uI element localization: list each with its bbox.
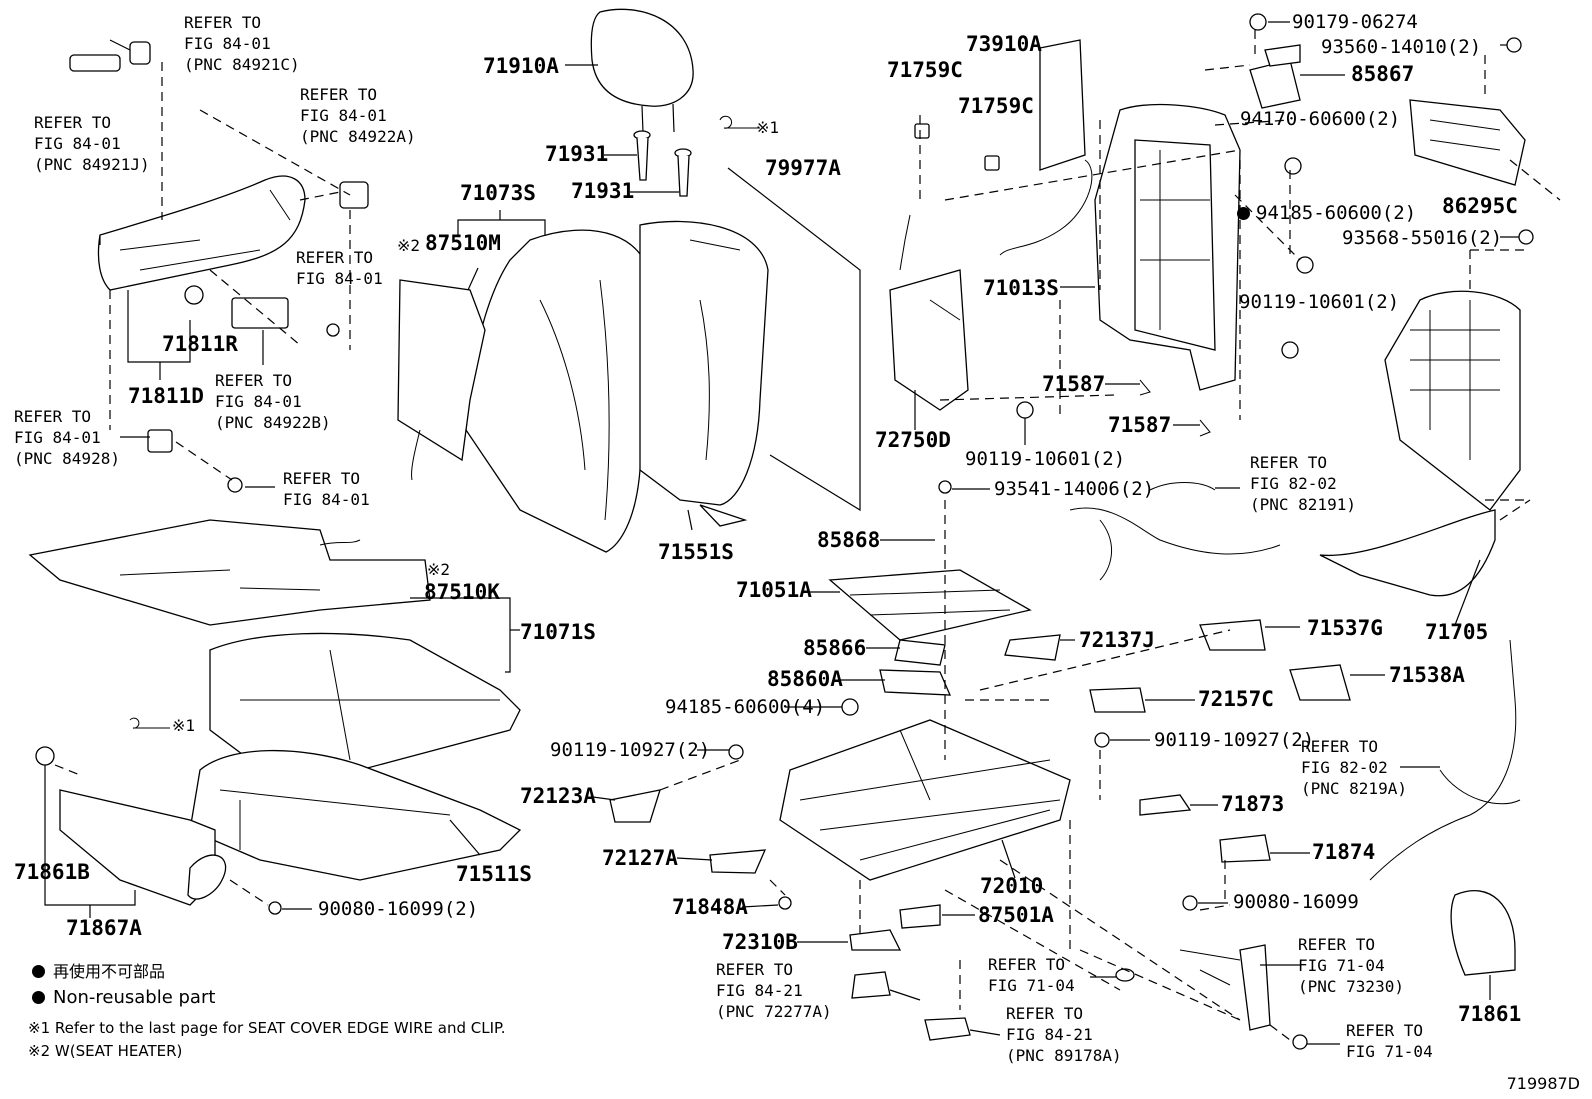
refer-to-84928: REFER TO FIG 84-01 (PNC 84928): [14, 407, 120, 468]
refer-to-84921J: REFER TO FIG 84-01 (PNC 84921J): [34, 113, 150, 174]
part-label-71705: 71705: [1425, 620, 1489, 644]
headrest-drawing: [565, 8, 694, 133]
refer-to-8219A: REFER TO FIG 82-02 (PNC 8219A): [1301, 737, 1407, 798]
part-label-72750D: 72750D: [875, 428, 951, 452]
part-label-94170-60600-2: 94170-60600(2): [1240, 108, 1401, 130]
part-label-71867A: 71867A: [66, 916, 142, 940]
seatback-frame-drawing: [889, 39, 1241, 445]
part-label-90179-06274: 90179-06274: [1292, 11, 1418, 33]
part-label-71759C: 71759C: [958, 94, 1034, 118]
legend-en-text: Non-reusable part: [53, 987, 216, 1008]
part-label-71511S: 71511S: [456, 862, 532, 886]
part-label-71759C: 71759C: [887, 58, 963, 82]
mark-ast2: ※2: [427, 560, 451, 579]
refer-to-82191: REFER TO FIG 82-02 (PNC 82191): [1250, 453, 1356, 514]
part-label-85868: 85868: [817, 528, 881, 552]
part-label-90080-16099-2: 90080-16099(2): [318, 898, 479, 920]
nonreusable-marker-icon: [32, 965, 45, 978]
part-label-71073S: 71073S: [460, 181, 536, 205]
part-label-71861: 71861: [1458, 1002, 1522, 1026]
part-label-85860A: 85860A: [767, 667, 843, 691]
refer-to-84922B: REFER TO FIG 84-01 (PNC 84922B): [215, 371, 331, 432]
part-label-87510M: 87510M: [425, 231, 501, 255]
seatback-pad-drawing: [457, 167, 861, 553]
refer-to-fig-71-04: REFER TO FIG 71-04: [1346, 1021, 1433, 1061]
refer-to-fig-84-01: REFER TO FIG 84-01: [283, 469, 370, 509]
back-board-drawing: [1319, 290, 1531, 626]
part-label-71587: 71587: [1042, 372, 1106, 396]
part-label-90119-10601-2: 90119-10601(2): [1239, 291, 1400, 313]
part-label-87501A: 87501A: [978, 903, 1054, 927]
part-label-72010: 72010: [980, 874, 1044, 898]
part-label-90119-10927-2: 90119-10927(2): [1154, 729, 1315, 751]
part-label-93568-55016-2: 93568-55016(2): [1342, 227, 1503, 249]
part-label-72137J: 72137J: [1079, 628, 1155, 652]
headrest-guide-drawing: [604, 115, 760, 197]
part-label-71910A: 71910A: [483, 54, 559, 78]
legend-en: Non-reusable part: [32, 988, 215, 1008]
seat-track-drawing: [592, 480, 1516, 1050]
refer-to-73230: REFER TO FIG 71-04 (PNC 73230): [1298, 935, 1404, 996]
nonreusable-marker-icon: [32, 991, 45, 1004]
part-label-73910A: 73910A: [966, 32, 1042, 56]
part-label-71538A: 71538A: [1389, 663, 1465, 687]
part-label-71874: 71874: [1312, 840, 1376, 864]
part-label-85866: 85866: [803, 636, 867, 660]
side-shield-drawing: [69, 39, 369, 493]
part-label-71861B: 71861B: [14, 860, 90, 884]
refer-to-84922A: REFER TO FIG 84-01 (PNC 84922A): [300, 85, 416, 146]
part-label-72123A: 72123A: [520, 784, 596, 808]
upper-right-parts-drawing: [1204, 13, 1561, 359]
part-label-90119-10927-2: 90119-10927(2): [550, 739, 711, 761]
refer-to-fig-84-01: REFER TO FIG 84-01: [296, 248, 383, 288]
diagram-code: 719987D: [1506, 1074, 1580, 1093]
part-label-94185-60600-4: 94185-60600(4): [665, 696, 826, 718]
refer-to-84921C: REFER TO FIG 84-01 (PNC 84921C): [184, 13, 300, 74]
legend-note-2: ※2 W(SEAT HEATER): [28, 1042, 183, 1060]
part-label-71551S: 71551S: [658, 540, 734, 564]
part-label-71537G: 71537G: [1307, 616, 1383, 640]
part-label-71013S: 71013S: [983, 276, 1059, 300]
part-label-85867: 85867: [1351, 62, 1415, 86]
legend-jp: 再使用不可部品: [32, 962, 165, 982]
part-label-71811D: 71811D: [128, 384, 204, 408]
mark-ast2: ※2: [397, 236, 421, 255]
part-label-87510K: 87510K: [424, 580, 500, 604]
part-label-72310B: 72310B: [722, 930, 798, 954]
part-label-71587: 71587: [1108, 413, 1172, 437]
harness-drawing: [1069, 482, 1521, 881]
part-label-71931: 71931: [545, 142, 609, 166]
part-label-79977A: 79977A: [765, 156, 841, 180]
part-label-94185-60600-2-text: 94185-60600(2): [1256, 202, 1417, 224]
part-label-94185-60600-2: [1237, 203, 1258, 223]
refer-to-89178A: REFER TO FIG 84-21 (PNC 89178A): [1006, 1004, 1122, 1065]
refer-to-72277A: REFER TO FIG 84-21 (PNC 72277A): [716, 960, 832, 1021]
part-label-72127A: 72127A: [602, 846, 678, 870]
legend-note-1: ※1 Refer to the last page for SEAT COVER…: [28, 1019, 506, 1037]
mark-ast1: ※1: [756, 118, 780, 137]
part-label-86295C: 86295C: [1442, 194, 1518, 218]
part-label-71848A: 71848A: [672, 895, 748, 919]
part-label-71051A: 71051A: [736, 578, 812, 602]
part-label-90119-10601-2: 90119-10601(2): [965, 448, 1126, 470]
part-label-93560-14010-2: 93560-14010(2): [1321, 36, 1482, 58]
mark-ast1: ※1: [172, 716, 196, 735]
legend-jp-text: 再使用不可部品: [53, 962, 166, 981]
refer-to-fig-71-04: REFER TO FIG 71-04: [988, 955, 1075, 995]
part-label-71873: 71873: [1221, 792, 1285, 816]
cushion-drawing: [28, 519, 522, 881]
part-label-72157C: 72157C: [1198, 687, 1274, 711]
part-label-71071S: 71071S: [520, 620, 596, 644]
part-label-90080-16099: 90080-16099: [1233, 891, 1359, 913]
part-label-93541-14006-2: 93541-14006(2): [994, 478, 1155, 500]
part-label-71931: 71931: [571, 179, 635, 203]
nonreusable-marker-icon: [1237, 207, 1250, 220]
front-cover-drawing: [35, 746, 312, 918]
part-label-71811R: 71811R: [162, 332, 238, 356]
back-heater-drawing: [397, 267, 486, 481]
